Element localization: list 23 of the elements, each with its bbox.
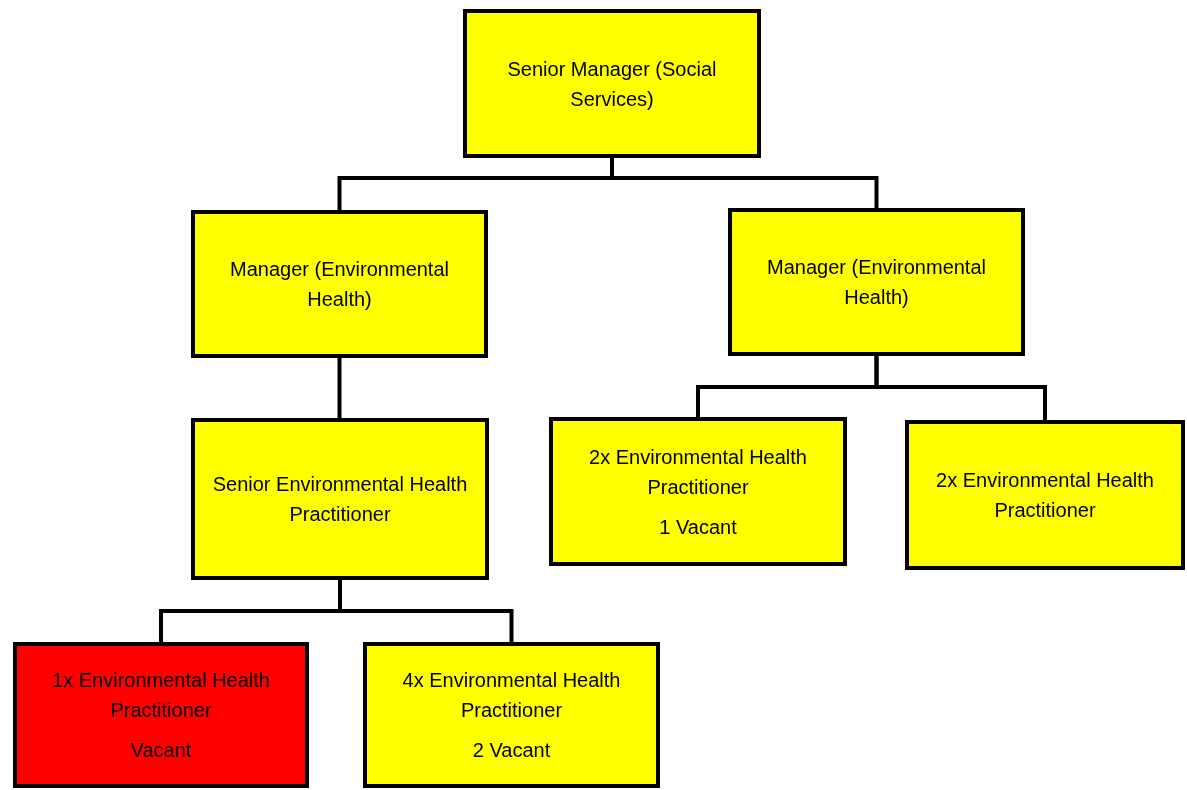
role-title: Senior Manager (Social Services) bbox=[506, 56, 718, 112]
org-box bbox=[13, 642, 309, 788]
org-box bbox=[363, 642, 660, 788]
connector-line bbox=[610, 158, 879, 208]
vacancy-note: Vacant bbox=[130, 738, 192, 763]
org-box bbox=[191, 418, 489, 580]
connector-line bbox=[338, 580, 514, 642]
org-box bbox=[191, 210, 488, 358]
role-title: Manager (Environmental Health) bbox=[766, 255, 987, 310]
role-title: 2x Environmental Health Practitioner bbox=[588, 444, 808, 500]
org-box bbox=[463, 9, 761, 158]
org-box bbox=[905, 420, 1185, 570]
role-title: Manager (Environmental Health) bbox=[229, 257, 450, 312]
vacancy-note: 2 Vacant bbox=[472, 738, 551, 763]
connector-line bbox=[874, 356, 1047, 420]
role-title: 2x Environmental Health Practitioner bbox=[935, 468, 1155, 523]
role-title: 1x Environmental Health Practitioner bbox=[51, 668, 271, 723]
role-title: Senior Environmental Health Practitioner bbox=[211, 472, 469, 527]
org-box bbox=[549, 417, 847, 566]
role-title: 4x Environmental Health Practitioner bbox=[401, 668, 622, 723]
org-box bbox=[728, 208, 1025, 356]
connector-line bbox=[337, 358, 342, 418]
vacancy-note: 1 Vacant bbox=[659, 514, 737, 540]
